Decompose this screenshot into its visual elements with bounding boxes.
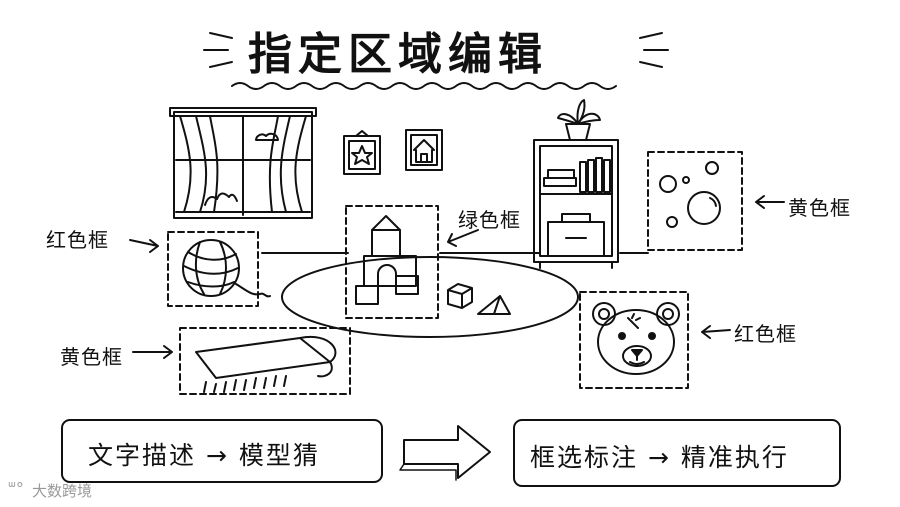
yellow-box-bubbles	[647, 151, 743, 251]
box-selection-caption: 框选标注 → 精准执行	[530, 443, 789, 472]
title-sparkle-right-icon	[639, 32, 669, 68]
house-picture-frame-icon	[405, 129, 443, 171]
arrow-to-yarn-icon	[129, 239, 159, 253]
arrow-to-blanket-icon	[132, 345, 173, 359]
star-picture-frame-icon	[343, 130, 381, 175]
label-red-box-right: 红色框	[734, 322, 797, 346]
title-wavy-underline	[231, 82, 617, 90]
green-box-castle	[345, 205, 439, 319]
text-description-caption: 文字描述 → 模型猜	[88, 441, 320, 470]
folded-blanket-icon	[195, 335, 337, 393]
teddy-bear-icon	[592, 302, 680, 375]
window-icon	[169, 107, 317, 219]
yellow-box-blanket	[179, 327, 351, 395]
label-green-box: 绿色框	[458, 208, 521, 232]
title-sparkle-left-icon	[203, 32, 233, 68]
arrow-to-castle-icon	[447, 229, 479, 247]
ghost-logo-icon: ᐜ°	[8, 479, 24, 498]
potted-plant-icon	[557, 99, 601, 141]
toy-block-castle-icon	[355, 215, 419, 305]
toy-cube-icon	[447, 283, 473, 309]
label-red-box-left: 红色框	[46, 228, 109, 252]
arrow-to-teddy-icon	[701, 325, 731, 339]
round-rug-icon	[281, 256, 579, 338]
red-box-teddy	[579, 291, 689, 389]
arrow-to-bubbles-icon	[755, 195, 785, 209]
bookshelf-icon	[533, 139, 619, 269]
toy-pyramid-icon	[477, 295, 511, 315]
bubbles-icon	[659, 161, 721, 228]
box-selection-box	[513, 419, 841, 487]
big-right-arrow-icon	[399, 425, 491, 481]
label-yellow-box-right: 黄色框	[788, 196, 851, 220]
watermark-text: 大数跨境	[32, 482, 93, 500]
label-yellow-box-left: 黄色框	[60, 345, 123, 369]
text-description-box	[61, 419, 383, 483]
yarn-ball-icon	[182, 239, 271, 298]
red-box-yarn	[167, 231, 259, 307]
page-title: 指定区域编辑	[248, 29, 548, 80]
